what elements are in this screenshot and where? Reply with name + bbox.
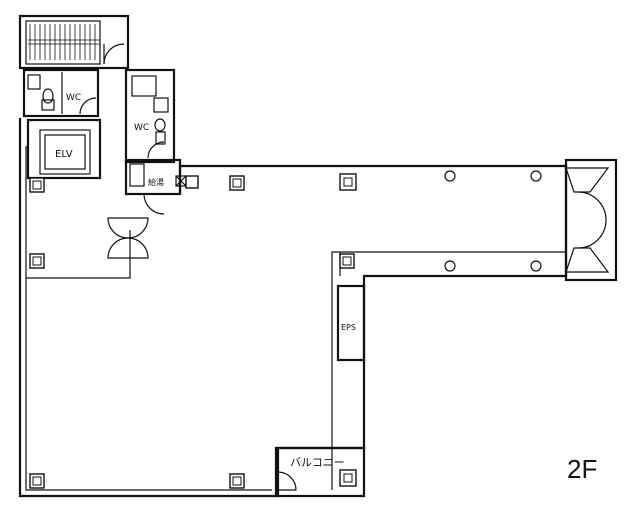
balcony-label: バルコニー: [290, 456, 345, 469]
partition-wall: [26, 230, 131, 279]
corridor-fixtures: [444, 170, 542, 272]
entrance: [564, 158, 618, 282]
balcony: バルコニー: [274, 446, 366, 498]
exterior-wall: [18, 118, 568, 498]
kitchenette-label: 給湯: [148, 177, 164, 187]
eps-label: EPS: [341, 323, 356, 332]
elevator: ELV: [26, 118, 102, 180]
wc-1: WC: [22, 68, 100, 118]
wc-2: WC: [124, 68, 176, 164]
double-door: [107, 217, 149, 259]
columns: [29, 173, 357, 489]
floor-label: 2F: [567, 454, 597, 484]
stairwell: [18, 14, 130, 70]
eps-shaft: EPS: [336, 284, 366, 362]
elevator-label: ELV: [55, 149, 73, 160]
kitchenette: 給湯: [124, 158, 187, 215]
wc-1-label: WC: [66, 93, 81, 103]
wc-2-label: WC: [134, 123, 149, 133]
